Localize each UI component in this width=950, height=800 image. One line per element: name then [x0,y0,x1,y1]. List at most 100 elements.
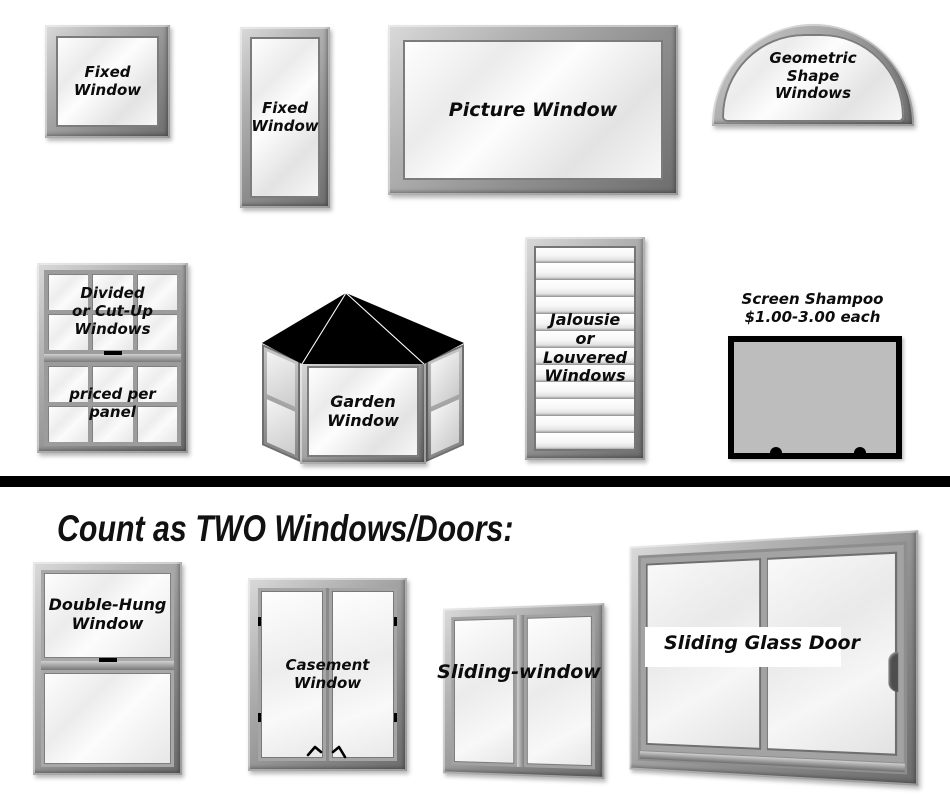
double-hung-bottom-sash [41,669,174,767]
screen-shampoo-label: Screen Shampoo $1.00-3.00 each [715,290,910,326]
glass-pane [136,366,177,402]
casement-right-panel [329,588,397,761]
glass-pane [136,406,177,442]
glass-pane: Garden Window [307,366,419,457]
casement-left-panel [258,588,326,761]
glass-pane [136,314,177,350]
casement-window-figure: Casement Window [248,578,407,771]
glass-pane [92,314,133,350]
hinge-icon [394,617,397,627]
sash-handle [98,657,117,662]
glass-pane [48,274,89,310]
jalousie-window-figure: Jalousie or Louvered Windows [525,237,645,460]
double-hung-window-label: Double-Hung Window [49,596,167,634]
label-line: priced per [69,385,156,404]
divided-window-bottom-sash: priced per panel [44,362,181,446]
label-line: Windows [774,84,852,103]
label-line: Fixed [262,98,308,117]
label-line: Garden [330,391,396,411]
double-hung-body: Double-Hung Window [41,570,174,767]
geometric-shape-window-label: Geometric Shape Windows [769,49,857,103]
double-hung-top-sash: Double-Hung Window [41,570,174,661]
glass-pane [267,399,295,455]
divided-window-label: Divided or Cut-Up Windows [72,285,153,338]
geometric-shape-window-figure: Geometric Shape Windows [712,24,914,126]
hinge-icon [258,617,261,627]
label-line: Casement [285,655,370,674]
door-handle [888,651,899,693]
casement-window-label: Casement Window [285,655,370,692]
meeting-rail [41,657,174,670]
meeting-rail [44,351,181,362]
glass-pane [431,399,459,455]
garden-window-label: Garden Window [327,391,399,431]
label-line: or [575,328,595,348]
label-line: Window [251,116,319,135]
hinge-icon [394,712,397,722]
label-backdrop [645,627,841,667]
picture-window-label: Picture Window [448,98,618,121]
glass-pane [48,406,89,442]
sliding-window-figure [443,603,605,779]
glass-pane [92,406,133,442]
glass-pane [48,366,89,402]
glass-pane [48,314,89,350]
label-line: $1.00-3.00 each [744,307,881,326]
divided-window-sublabel-overlay: priced per panel [44,362,181,446]
jalousie-louvers: Jalousie or Louvered Windows [534,246,636,451]
sliding-glass-door-label: Sliding Glass Door [664,632,860,654]
glass-pane: Fixed Window [56,36,159,127]
hinge-icon [258,712,261,722]
label-line: Window [73,80,142,99]
garden-window-roof [262,292,464,365]
picture-window-figure: Picture Window [388,25,678,195]
label-line: Screen Shampoo [741,290,884,308]
label-line: Double-Hung [48,595,167,615]
crank-handle-icon [306,745,346,759]
label-line: or Cut-Up [72,302,153,321]
double-hung-window-figure: Double-Hung Window [33,562,182,775]
glass-pane [92,274,133,310]
label-line: Shape [786,66,840,85]
fixed-window-tall-label: Fixed Window [251,98,319,135]
label-line: Window [71,614,144,634]
sliding-window-body [451,612,596,770]
glass-pane [92,366,133,402]
jalousie-window-label: Jalousie or Louvered Windows [542,309,628,387]
casement-body: Casement Window [258,588,397,761]
garden-window-figure: Garden Window [260,292,466,464]
label-line: Louvered [542,347,628,367]
casement-label-overlay: Casement Window [258,588,397,761]
glass-pane: Picture Window [403,40,663,180]
divided-window-figure: Divided or Cut-Up Windows priced [37,263,188,453]
glass-pane: Geometric Shape Windows [722,34,904,122]
divided-window-body: Divided or Cut-Up Windows priced [44,270,181,446]
label-line: Window [327,410,399,430]
divided-window-sublabel: priced per panel [69,386,156,421]
sash-handle [103,351,122,355]
fixed-window-tall-figure: Fixed Window [240,27,330,208]
label-line: Geometric [769,49,857,67]
garden-window-front-panel: Garden Window [300,359,426,464]
divided-window-top-sash: Divided or Cut-Up Windows [44,270,181,354]
label-line: Window [293,673,362,692]
glass-pane [136,274,177,310]
sliding-window-label: Sliding-window [437,661,601,683]
divided-window-label-overlay: Divided or Cut-Up Windows [44,270,181,354]
glass-pane [451,615,517,767]
section-divider [0,476,950,487]
label-line: Windows [74,319,151,338]
center-stile [516,614,524,768]
label-line: Jalousie [549,309,621,329]
screen-pull-tab [853,447,866,453]
screen-pull-tab [769,447,782,453]
section-heading: Count as TWO Windows/Doors: [57,508,514,549]
window-screen-figure [728,336,902,459]
fixed-window-square-label: Fixed Window [73,62,142,99]
label-line: Fixed [84,62,131,81]
label-line: panel [89,403,136,421]
fixed-window-square-figure: Fixed Window [45,25,170,138]
label-line: Divided [80,284,145,303]
glass-pane [523,612,596,770]
